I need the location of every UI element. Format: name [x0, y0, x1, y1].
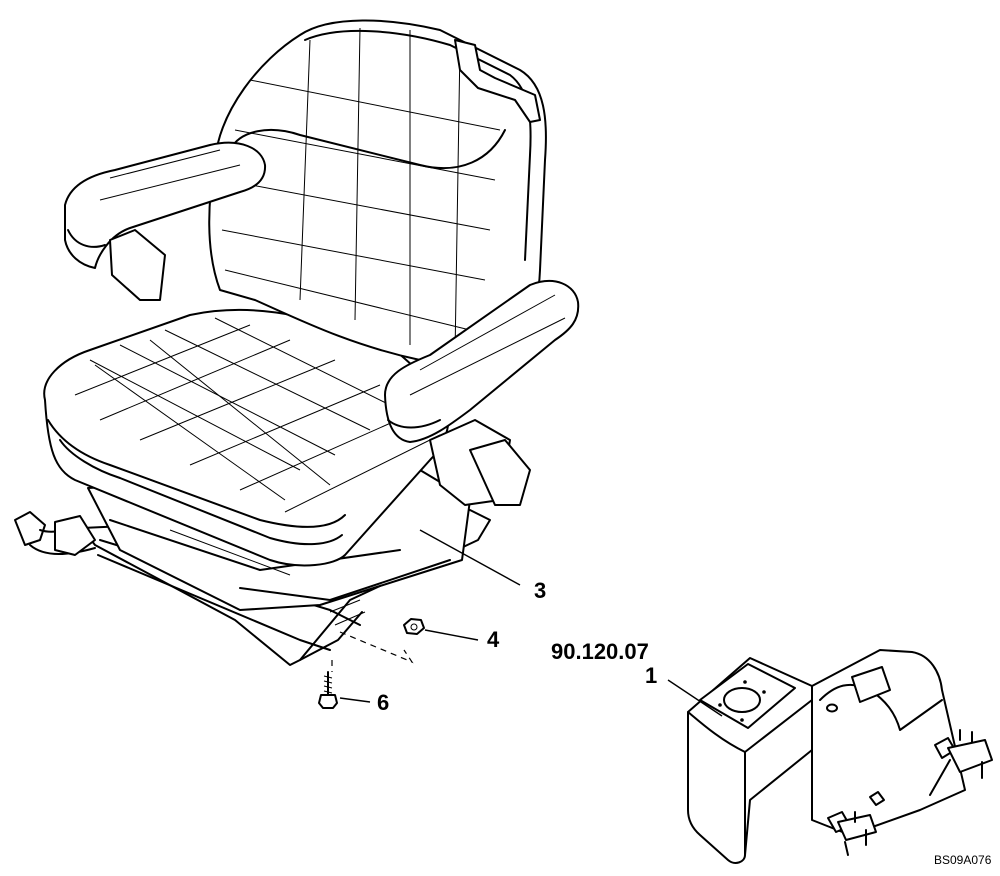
drawing-code: BS09A076	[934, 853, 992, 867]
control-console-icon	[687, 649, 993, 864]
leader-4	[424, 629, 479, 641]
leader-3	[419, 529, 521, 586]
seat-cushion	[43, 308, 450, 567]
leader-6	[339, 697, 371, 703]
seat-slide-handle	[14, 511, 96, 556]
callout-3: 3	[534, 578, 547, 603]
leader-lines	[339, 529, 723, 717]
nut-icon	[339, 618, 425, 664]
callout-4: 4	[487, 627, 500, 652]
callout-6: 6	[377, 690, 390, 715]
callout-1: 1	[645, 663, 658, 688]
seat-backrest	[208, 19, 547, 361]
leader-1	[667, 679, 723, 717]
seat-armrest-right	[384, 280, 580, 506]
bolt-icon	[318, 660, 338, 709]
seat-armrest-left	[64, 141, 267, 301]
seat-assembly-icon	[14, 19, 580, 666]
reference-number: 90.120.07	[551, 639, 649, 664]
